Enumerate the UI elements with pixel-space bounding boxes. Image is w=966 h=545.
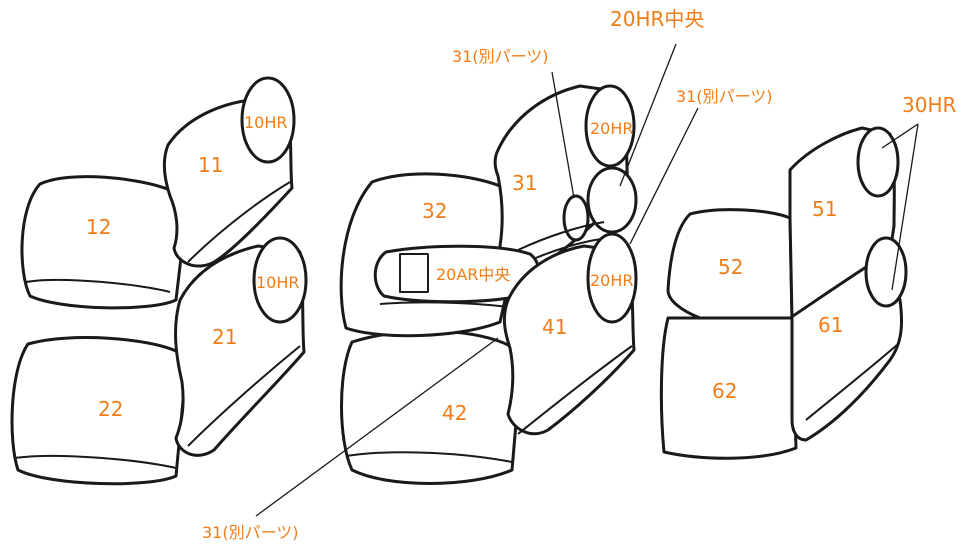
- leader-30hr-top: [881, 123, 919, 149]
- seat-22-front-roll: [13, 454, 177, 469]
- leader-31-left: [551, 71, 575, 199]
- headrest-10hr-bottom: [252, 236, 308, 324]
- seat-41-bolster: [517, 345, 633, 435]
- front-seats-group: [10, 76, 308, 486]
- label-20hr-center: 20HR中央: [610, 7, 704, 31]
- headrest-30hr-bottom: [864, 236, 908, 308]
- label-seat-31: 31: [512, 171, 537, 195]
- seat-11-bolster: [187, 181, 291, 263]
- headrest-20hr-bottom: [586, 232, 638, 324]
- seat-cushion-42: [340, 329, 522, 485]
- label-seat-12: 12: [86, 215, 111, 239]
- label-seat-42: 42: [442, 401, 467, 425]
- labels: 12 11 10HR 22 21 10HR 32 31 20HR 20HR中央 …: [86, 7, 956, 542]
- label-seat-32: 32: [422, 199, 447, 223]
- headrest-30hr-top: [856, 126, 900, 198]
- label-10hr-top: 10HR: [244, 113, 288, 132]
- label-seat-21: 21: [212, 325, 237, 349]
- armrest-lid: [399, 253, 429, 293]
- label-seat-51: 51: [812, 197, 837, 221]
- right-seats-group: [659, 126, 908, 460]
- seat-cushion-22: [10, 336, 189, 486]
- label-seat-11: 11: [198, 153, 223, 177]
- middle-seats-group: [339, 84, 638, 485]
- leader-31-right: [629, 107, 699, 245]
- headrest-10hr-top: [240, 76, 296, 164]
- seat-12-front-roll: [25, 278, 171, 293]
- label-seat-41: 41: [542, 315, 567, 339]
- label-20hr-bottom: 20HR: [590, 271, 634, 290]
- label-20ar-center: 20AR中央: [436, 265, 510, 284]
- leader-30hr-bottom: [891, 123, 919, 291]
- leader-lines: [255, 43, 919, 517]
- label-seat-22: 22: [98, 397, 123, 421]
- label-30hr: 30HR: [902, 93, 956, 117]
- headrest-20hr-top: [584, 84, 636, 168]
- seat-cushion-52: [666, 208, 794, 320]
- seat-cushion-62: [659, 316, 798, 460]
- label-seat-62: 62: [712, 379, 737, 403]
- label-31-separate-bottom: 31(別パーツ): [202, 523, 299, 542]
- label-31-separate-right: 31(別パーツ): [676, 87, 773, 106]
- leader-31-bottom: [255, 337, 499, 517]
- headrest-20hr-center: [586, 166, 638, 234]
- label-seat-61: 61: [818, 313, 843, 337]
- label-31-separate-left: 31(別パーツ): [452, 47, 549, 66]
- seat-42-front-roll: [345, 451, 513, 463]
- seat-cushion-12: [20, 175, 188, 310]
- separate-part-31-small: [562, 194, 590, 242]
- label-seat-52: 52: [718, 255, 743, 279]
- leader-20hr-center: [619, 43, 677, 187]
- label-10hr-bottom: 10HR: [256, 273, 300, 292]
- label-20hr-top: 20HR: [590, 119, 634, 138]
- seat-21-bolster: [187, 345, 301, 447]
- seat-61-bolster: [805, 343, 899, 421]
